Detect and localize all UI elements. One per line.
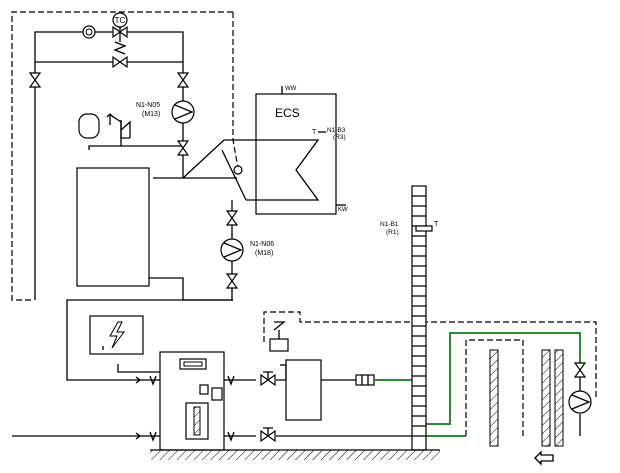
ecs-tank-body xyxy=(255,93,337,215)
buffer-section xyxy=(260,311,597,442)
sensor-r3-label: (R3) xyxy=(333,134,346,141)
tank-sensor-t-label: T xyxy=(312,129,317,136)
secondary-circuit: N1-N06 (M18) xyxy=(220,200,274,300)
valve-floor-loop xyxy=(574,362,586,378)
sensor-n1-b1-label: N1-B1 xyxy=(380,221,399,228)
three-way-valve xyxy=(233,165,243,175)
brick-wall: N1-B1 (R1) T xyxy=(380,185,439,451)
lower-circuit xyxy=(12,299,256,451)
boiler-circuit: TC N1-N05 (M13) xyxy=(29,12,237,301)
pump-m13-label: (M13) xyxy=(142,111,160,118)
pump-n1-n05-label: N1-N05 xyxy=(136,102,160,109)
mixing-valve xyxy=(269,338,289,352)
inline-filter xyxy=(355,374,375,386)
lightning-icon xyxy=(109,321,125,349)
valve-left-riser xyxy=(29,72,41,88)
ground xyxy=(150,449,554,466)
arrow-left-icon xyxy=(534,450,554,466)
pressure-gauge-icon xyxy=(82,25,96,39)
valve-bypass xyxy=(112,56,128,68)
kw-label: KW xyxy=(338,207,348,213)
valve-n06-bottom xyxy=(226,273,238,289)
outdoor-sensor xyxy=(415,225,433,232)
pump-m18-label: (M18) xyxy=(255,250,273,257)
pump-n1-n06-label: N1-N06 xyxy=(250,241,274,248)
floor-heating-panels xyxy=(489,349,592,447)
ww-label: WW xyxy=(285,86,297,92)
valve-right-riser-bottom xyxy=(177,140,189,156)
valve-n06-top xyxy=(226,210,238,226)
outdoor-t-label: T xyxy=(434,221,439,228)
sensor-n1-b3-label: N1-B3 xyxy=(327,127,346,134)
sensor-r1-label: (R1) xyxy=(386,229,399,236)
ecs-tank: ECS WW KW T N1-B3 (R3) xyxy=(182,86,348,215)
ecs-label: ECS xyxy=(275,106,300,120)
heat-pump-display xyxy=(179,358,207,370)
expansion-vessel xyxy=(78,113,100,139)
valve-right-riser-top xyxy=(177,72,189,88)
buffer-tank xyxy=(285,359,322,421)
tc-label: TC xyxy=(115,16,126,25)
boiler xyxy=(76,167,150,287)
